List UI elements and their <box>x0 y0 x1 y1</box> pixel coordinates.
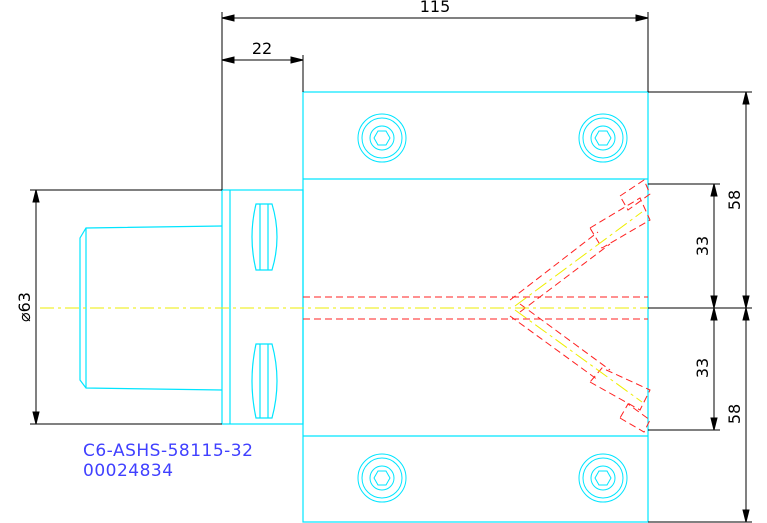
drive-key-upper <box>251 203 278 271</box>
upper-branch-b <box>519 243 611 313</box>
upper-port-bore <box>619 179 651 211</box>
dim-lower-port-offset: 33 <box>693 358 712 378</box>
screw-head-icon <box>578 453 628 503</box>
upper-branch-a <box>509 231 599 301</box>
dim-upper-half-height: 58 <box>725 190 744 210</box>
dimensions <box>30 12 752 523</box>
lower-port-fitting <box>589 367 651 411</box>
drive-key-lower <box>251 343 278 419</box>
part-outline <box>79 91 649 523</box>
screw-heads <box>357 113 628 503</box>
dim-upper-port-offset: 33 <box>693 236 712 256</box>
part-number-label: C6-ASHS-58115-32 <box>83 441 254 461</box>
center-lines <box>40 211 680 403</box>
flange-block <box>221 189 304 425</box>
screw-head-icon <box>357 113 407 163</box>
dim-shank-offset: 22 <box>252 39 272 58</box>
screw-head-icon <box>357 453 407 503</box>
lower-branch-axis <box>514 309 643 403</box>
hidden-channels <box>303 179 651 433</box>
screw-head-icon <box>578 113 628 163</box>
taper-shank <box>79 225 223 391</box>
lower-branch-a <box>509 315 599 381</box>
dim-overall-length: 115 <box>420 0 451 16</box>
dim-lower-half-height: 58 <box>725 404 744 424</box>
upper-branch-axis <box>514 211 643 307</box>
serial-number-label: 00024834 <box>83 461 174 481</box>
lower-port-bore <box>619 403 651 433</box>
upper-port-fitting <box>589 197 651 249</box>
dim-diameter: ⌀63 <box>15 292 34 322</box>
lower-branch-b <box>519 303 611 371</box>
